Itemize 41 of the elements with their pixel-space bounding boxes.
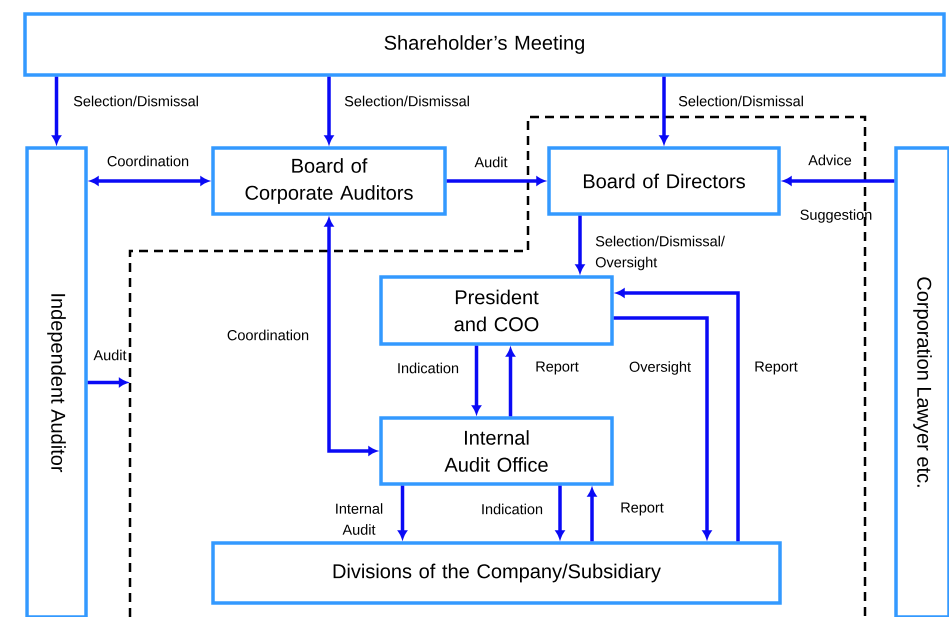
edge-label: Indication (482, 504, 542, 514)
arrow (398, 486, 407, 539)
arrow (576, 216, 584, 273)
edge-label: Selection/Dismissal (678, 96, 803, 106)
edge-label: Coordination (108, 156, 188, 166)
edge-label: Audit (94, 350, 126, 360)
edge-label: Audit (474, 156, 508, 168)
edge-label: Internal Audit (336, 503, 382, 535)
edge-label: Report (621, 502, 664, 516)
arrow (614, 316, 712, 539)
process-box: Shareholder’s Meeting (23, 12, 946, 77)
edge-label: Report (536, 362, 579, 374)
arrow (88, 378, 128, 387)
arrow (556, 486, 564, 539)
arrow (616, 288, 740, 542)
arrow (446, 176, 545, 186)
arrow (324, 218, 377, 456)
arrow (660, 76, 668, 144)
arrow (90, 176, 209, 186)
edge-label: Selection/Dismissal (74, 96, 198, 106)
process-box: Corporation Lawyer etc. (894, 146, 949, 617)
edge-label: Indication (398, 362, 458, 374)
edge-label: Advice (808, 154, 852, 166)
process-box: President and COO (379, 275, 614, 346)
process-box: Internal Audit Office (379, 416, 614, 486)
note-text: Suggestion (800, 209, 872, 223)
process-box: Divisions of the Company/Subsidiary (211, 541, 782, 605)
edge-label: Oversight (630, 361, 691, 375)
edge-label: Selection/Dismissal (344, 96, 469, 106)
arrow (472, 346, 481, 414)
arrow (506, 348, 515, 416)
arrow (783, 176, 894, 186)
process-box: Board of Directors (547, 146, 781, 216)
edge-label: Selection/Dismissal/ Oversight (596, 236, 725, 270)
edge-label: Report (755, 362, 798, 374)
arrow (588, 488, 596, 542)
process-box: Independent Auditor (25, 146, 88, 617)
edge-label: Coordination (228, 330, 308, 340)
arrow (324, 76, 334, 144)
process-box: Board of Corporate Auditors (211, 146, 447, 216)
arrow (52, 76, 61, 144)
